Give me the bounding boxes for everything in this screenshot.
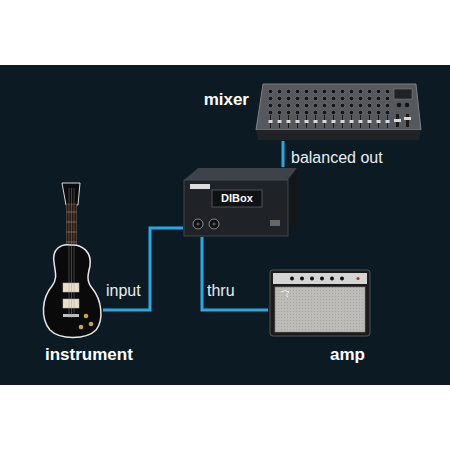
guitar-illustration (63, 299, 79, 308)
mixer-illustration (394, 89, 412, 99)
cable (103, 228, 183, 310)
cable-label: thru (207, 281, 235, 300)
dark-panel (0, 65, 450, 385)
mixer-figure: mixer (255, 82, 422, 141)
mixer-illustration (404, 117, 411, 120)
amp-illustration (340, 277, 344, 281)
mixer-illustration (405, 103, 410, 108)
guitar-illustration (43, 245, 101, 338)
di-box-illustration (184, 168, 297, 236)
amp-illustration (310, 277, 314, 281)
guitar-illustration (69, 188, 70, 318)
amp-illustration (290, 277, 294, 281)
di-box-illustration (196, 222, 199, 225)
cable (282, 141, 285, 167)
guitar-illustration (71, 188, 72, 318)
device-label: mixer (204, 90, 249, 110)
mixer-illustration (394, 119, 401, 122)
amp-illustration (320, 277, 324, 281)
guitar-illustration (84, 314, 89, 319)
amp-illustration (275, 287, 365, 332)
amp-illustration (270, 270, 370, 336)
device-label: amp (330, 345, 365, 365)
mixer-illustration (256, 84, 421, 130)
guitar-figure: instrument (40, 182, 103, 340)
amp-illustration (357, 277, 360, 280)
amp-figure: amp (268, 268, 372, 338)
mixer-illustration (397, 103, 402, 108)
guitar-illustration (63, 283, 79, 292)
amp-illustration (330, 277, 334, 281)
di-box-illustration (193, 219, 203, 229)
mixer-illustration (406, 114, 409, 127)
device-badge: DIBox (212, 190, 262, 207)
di-box-illustration (209, 219, 219, 229)
cable-label: input (106, 281, 141, 300)
cable (202, 237, 268, 310)
amp-illustration (300, 277, 304, 281)
di-box-illustration (288, 168, 297, 236)
guitar-illustration (62, 183, 80, 205)
amp-illustration (273, 273, 367, 284)
guitar-illustration (79, 325, 84, 330)
cable-label: balanced out (291, 148, 383, 167)
di-box-illustration (190, 184, 210, 189)
di-box-illustration (270, 220, 280, 226)
di-box-illustration (184, 168, 297, 180)
amp-illustration (281, 291, 289, 298)
mixer-illustration (256, 84, 421, 140)
mixer-illustration (264, 115, 392, 128)
guitar-illustration (89, 322, 94, 327)
guitar-illustration (74, 188, 75, 318)
di-box-figure: DIBox (183, 167, 298, 237)
device-label: instrument (45, 345, 133, 365)
di-box-illustration (184, 180, 288, 236)
guitar-illustration (63, 314, 79, 317)
di-box-illustration (212, 190, 262, 207)
mixer-illustration (256, 130, 421, 140)
mixer-illustration (265, 88, 391, 114)
amp-illustration (270, 270, 370, 336)
guitar-illustration (43, 183, 101, 338)
di-box-illustration (212, 222, 215, 225)
